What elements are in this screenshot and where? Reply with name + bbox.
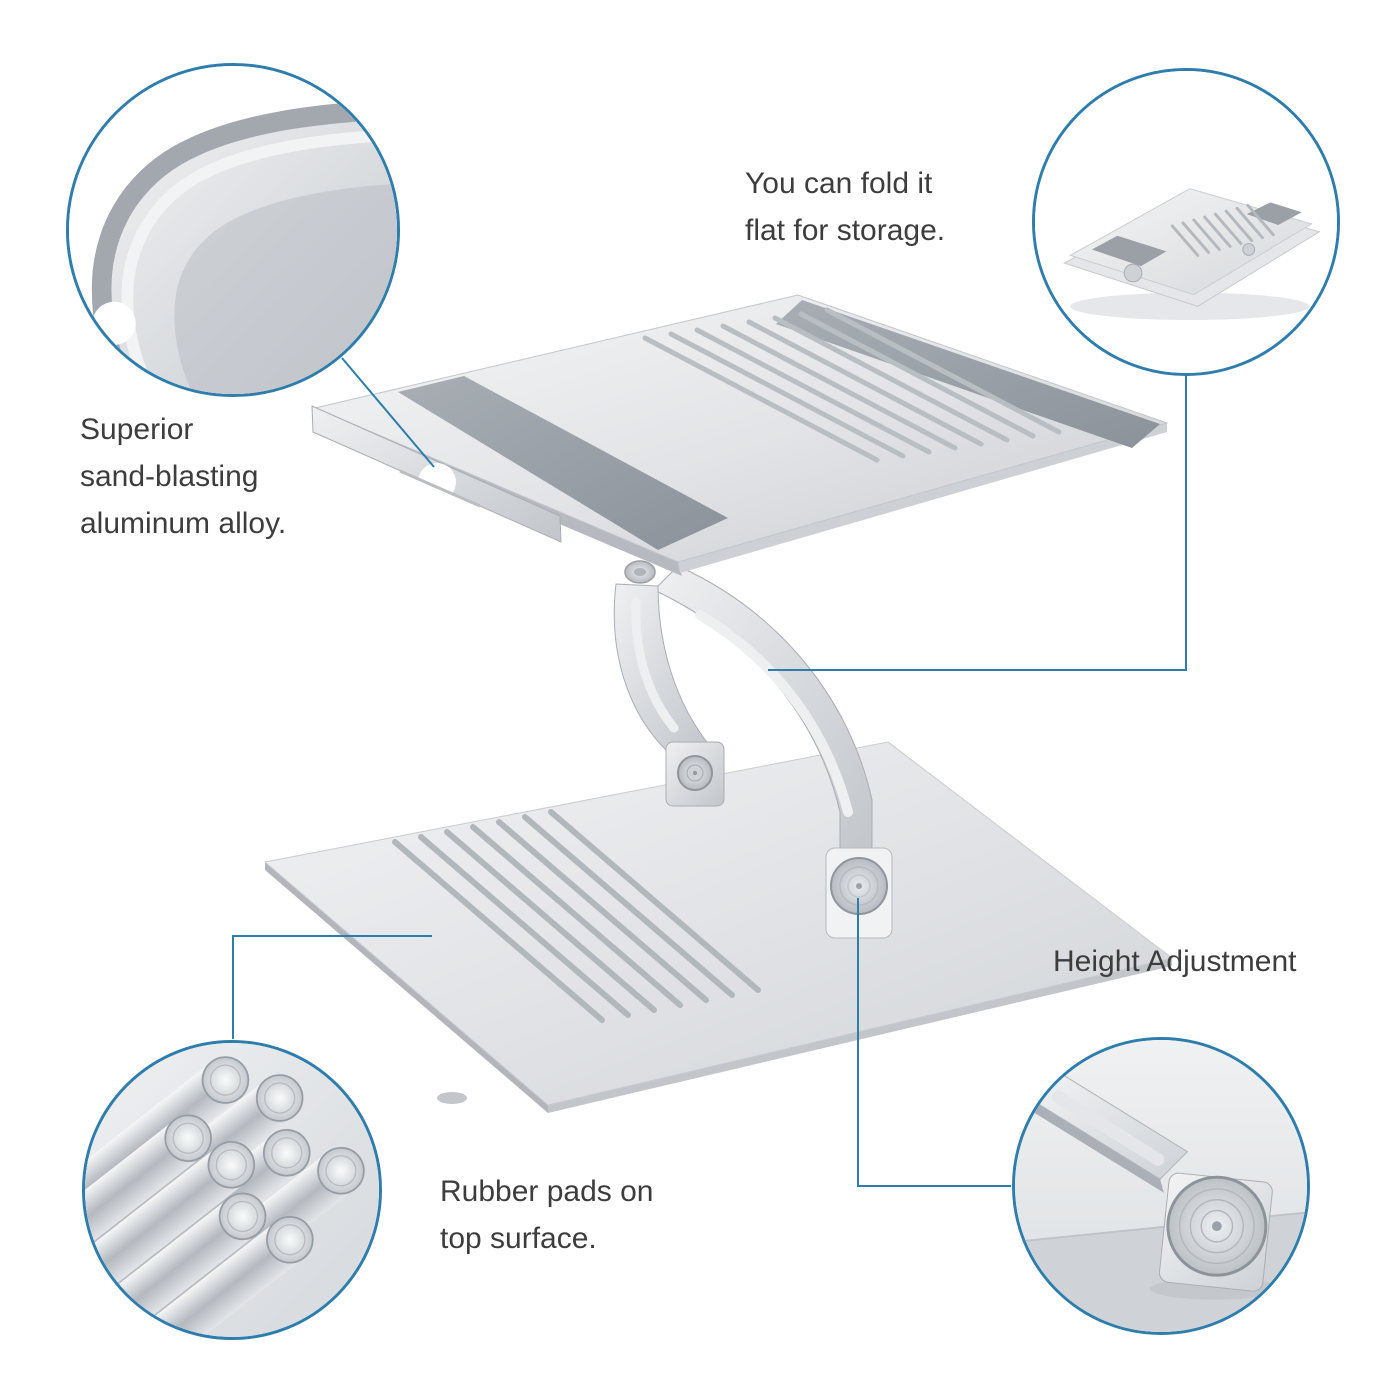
platform-vent-slots bbox=[642, 307, 1062, 463]
height-adjustment-hinge bbox=[825, 847, 893, 939]
annotation-line: Rubber pads on bbox=[440, 1175, 654, 1208]
rubber-pad-strip-right bbox=[776, 300, 1160, 448]
callout-circle-hinge-detail bbox=[1012, 1037, 1310, 1335]
annotation-line: sand-blasting bbox=[80, 460, 259, 493]
annotation-line: You can fold it bbox=[745, 167, 933, 200]
annotation-line: top surface. bbox=[440, 1222, 597, 1255]
aluminum-alloy-rods-photo bbox=[85, 1043, 379, 1337]
top-platform bbox=[311, 294, 1169, 576]
rubber-pads-annotation: Rubber pads on top surface. bbox=[440, 1168, 654, 1262]
annotation-line: aluminum alloy. bbox=[80, 507, 287, 540]
annotation-line: flat for storage. bbox=[745, 214, 946, 247]
base-plate bbox=[263, 741, 1174, 1113]
rubber-pad-strip-left bbox=[398, 376, 728, 550]
upper-hinge bbox=[624, 560, 656, 584]
callout-circle-corner-detail bbox=[66, 63, 400, 397]
annotation-line: Superior bbox=[80, 413, 194, 446]
callout-circle-aluminum-rods bbox=[82, 1040, 382, 1340]
front-lip bbox=[311, 405, 562, 543]
fold-annotation: You can fold it flat for storage. bbox=[745, 160, 945, 254]
connector-fold-flat bbox=[768, 376, 1187, 671]
material-annotation: Superior sand-blasting aluminum alloy. bbox=[80, 406, 286, 547]
base-vent-slots bbox=[392, 809, 761, 1023]
callout-circle-folded-flat bbox=[1032, 68, 1340, 376]
connector-corner-detail bbox=[341, 357, 435, 468]
connector-base-material bbox=[232, 935, 432, 1039]
middle-hinge-bracket bbox=[665, 741, 725, 807]
height-adjustment-hinge-closeup-photo bbox=[1015, 1040, 1307, 1332]
annotation-line: Height Adjustment bbox=[1053, 945, 1297, 978]
height-adjustment-annotation: Height Adjustment bbox=[1053, 938, 1296, 985]
stand-folded-flat-photo bbox=[1035, 71, 1337, 373]
stand-corner-closeup-photo bbox=[69, 66, 397, 394]
connector-hinge-detail bbox=[857, 898, 1011, 1187]
